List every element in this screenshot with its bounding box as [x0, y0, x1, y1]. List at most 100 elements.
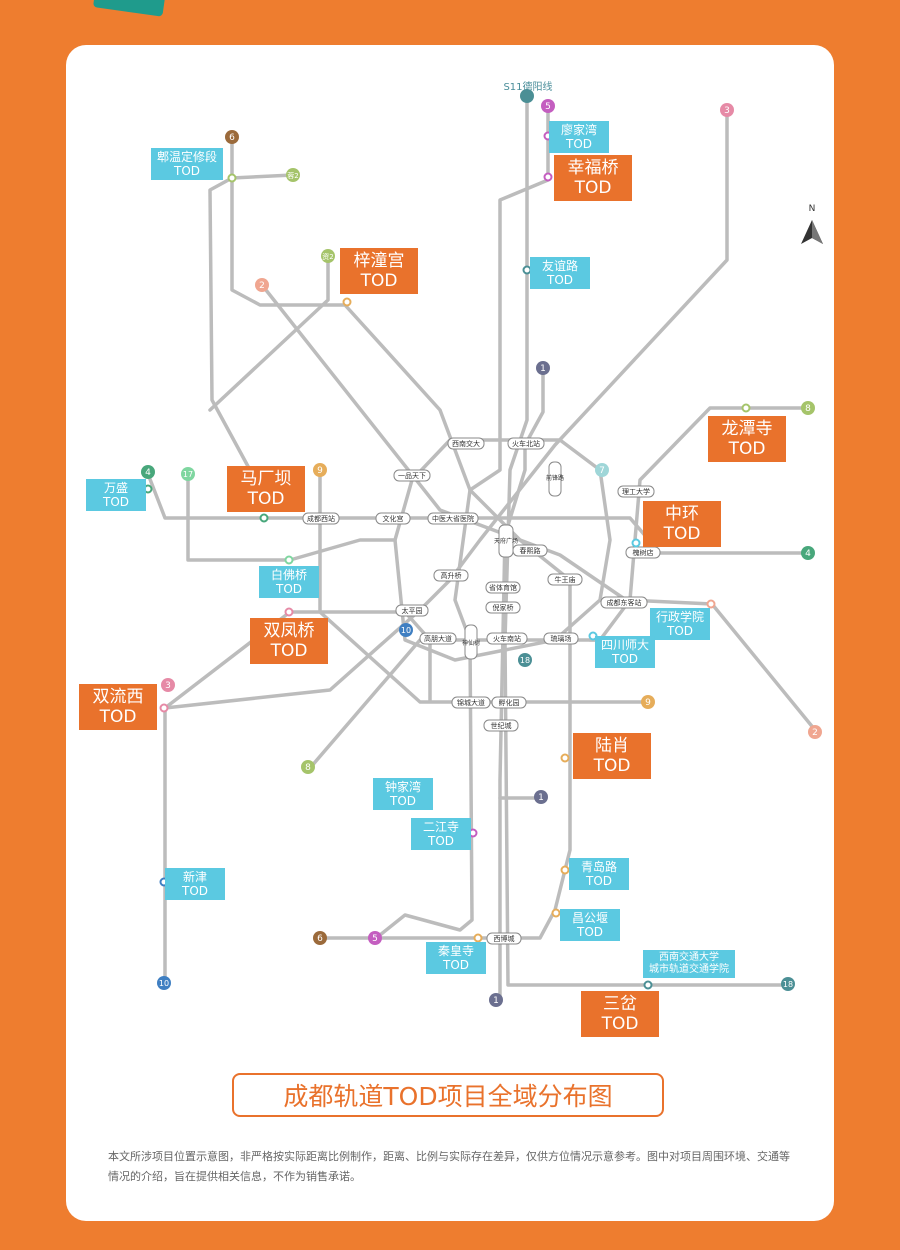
line-3-south-label: 3 [165, 681, 171, 691]
s11-line-label: S11德阳线 [503, 82, 553, 93]
line-18-south-label: 18 [783, 980, 793, 989]
svg-text:天府广场: 天府广场 [494, 537, 518, 545]
station-pill: 高朋大道 [419, 632, 457, 645]
line-8-label: 8 [805, 404, 811, 414]
svg-text:琉璃场: 琉璃场 [551, 634, 572, 643]
metro-lines [146, 94, 817, 1002]
svg-text:成都东客站: 成都东客站 [607, 598, 642, 607]
station-pill: 天府广场 [494, 524, 518, 558]
svg-text:春熙路: 春熙路 [520, 546, 541, 555]
station-pill: 太平园 [395, 604, 429, 617]
line-1-label: 1 [540, 364, 546, 374]
svg-text:火车北站: 火车北站 [512, 439, 540, 448]
svg-text:前锋路: 前锋路 [546, 474, 564, 482]
station-pill: 省体育馆 [485, 581, 521, 594]
station-pill: 西南交大 [447, 437, 485, 450]
compass-label: N [808, 204, 816, 214]
line-4-label: 4 [145, 468, 151, 478]
line-5-label: 5 [545, 102, 551, 112]
svg-text:孵化园: 孵化园 [499, 698, 520, 707]
station-pill: 火车南站 [486, 632, 528, 645]
line-6-label: 6 [229, 133, 235, 143]
svg-text:成都西站: 成都西站 [307, 514, 335, 523]
line-5-south-label: 5 [372, 934, 378, 944]
line-3-label: 3 [724, 106, 730, 116]
line-8-south-label: 8 [305, 763, 311, 773]
line-1-mid-label: 1 [538, 793, 544, 803]
station-pill: 牛王庙 [547, 573, 583, 586]
station-pill: 文化宫 [375, 512, 411, 525]
line-18-label: 18 [520, 656, 530, 665]
svg-text:中医大省医院: 中医大省医院 [432, 514, 474, 523]
line-9-label: 9 [317, 466, 323, 476]
svg-text:神仙树: 神仙树 [462, 639, 480, 647]
line-4-east-label: 4 [805, 549, 811, 559]
svg-text:高升桥: 高升桥 [441, 571, 462, 580]
line-zi2-label: 资2 [322, 252, 333, 261]
station-pill: 春熙路 [512, 544, 548, 557]
line-rong2-label: 蓉2 [287, 171, 298, 180]
station-pill: 理工大学 [617, 485, 655, 498]
station-labels: 西南交大 火车北站 一品天下 文化宫 中医大省医院 成都西站 前锋路 天府广场 … [302, 437, 661, 945]
line-10-label: 10 [401, 626, 411, 635]
station-pill: 高升桥 [433, 569, 469, 582]
tod-markers [143, 131, 751, 990]
svg-text:牛王庙: 牛王庙 [555, 575, 576, 584]
line-10-south-label: 10 [159, 979, 169, 988]
station-pill: 世纪城 [483, 719, 519, 732]
station-pill: 成都东客站 [600, 596, 648, 609]
line-1-south-label: 1 [493, 996, 499, 1006]
svg-text:理工大学: 理工大学 [622, 487, 650, 496]
station-pill: 火车北站 [507, 437, 545, 450]
line-6-south-label: 6 [317, 934, 323, 944]
svg-text:西博城: 西博城 [494, 934, 515, 943]
svg-text:火车南站: 火车南站 [493, 634, 521, 643]
station-pill: 槐树店 [625, 546, 661, 559]
station-pill: 一品天下 [393, 469, 431, 482]
svg-text:一品天下: 一品天下 [398, 472, 426, 480]
station-pill: 孵化园 [491, 696, 527, 709]
station-pill: 神仙树 [462, 624, 480, 660]
line-17-label: 17 [183, 470, 193, 479]
line-9-east-label: 9 [645, 698, 651, 708]
svg-text:省体育馆: 省体育馆 [489, 583, 517, 592]
line-terminals: 5 3 6 蓉2 资2 2 1 8 4 17 9 7 4 10 18 3 9 2… [141, 89, 822, 1007]
tod-label[interactable]: 西南交通大学城市轨道交通学院 [643, 950, 735, 978]
station-pill: 中医大省医院 [427, 512, 479, 525]
station-pill: 锦城大道 [451, 696, 491, 709]
svg-text:文化宫: 文化宫 [383, 514, 404, 523]
svg-text:太平园: 太平园 [402, 606, 423, 615]
line-2-label: 2 [259, 281, 265, 291]
line-7-label: 7 [599, 466, 605, 476]
map-title: 成都轨道TOD项目全域分布图 [232, 1073, 664, 1117]
compass-icon [801, 220, 823, 244]
svg-text:倪家桥: 倪家桥 [493, 603, 514, 612]
svg-text:世纪城: 世纪城 [491, 721, 512, 730]
station-pill: 倪家桥 [485, 601, 521, 614]
station-pill: 琉璃场 [543, 632, 579, 645]
station-pill: 前锋路 [546, 461, 564, 497]
